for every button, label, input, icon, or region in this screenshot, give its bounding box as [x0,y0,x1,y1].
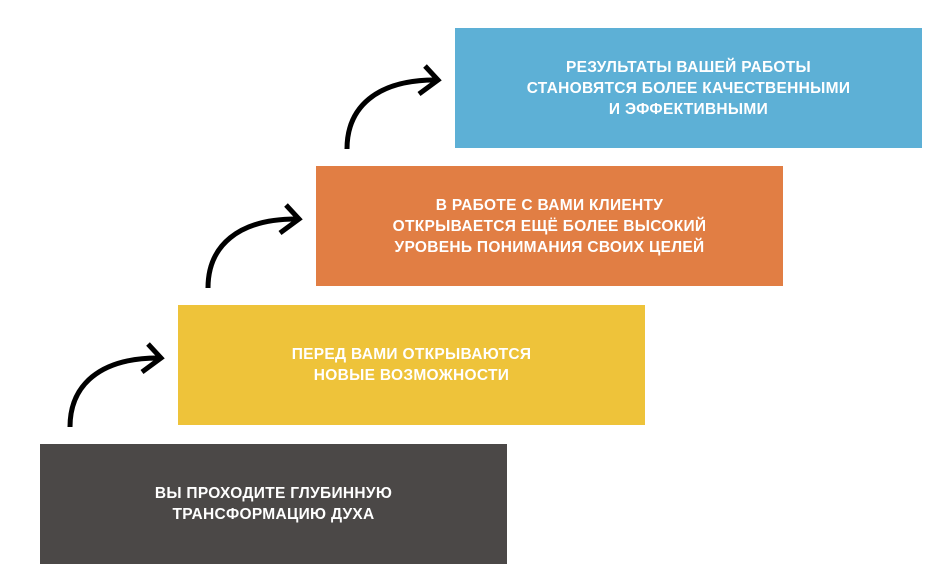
step-3-box: В РАБОТЕ С ВАМИ КЛИЕНТУ ОТКРЫВАЕТСЯ ЕЩЁ … [316,166,783,286]
curved-arrow-icon [67,342,165,428]
step-2-text: ПЕРЕД ВАМИ ОТКРЫВАЮТСЯ НОВЫЕ ВОЗМОЖНОСТИ [291,346,532,384]
step-4-text: РЕЗУЛЬТАТЫ ВАШЕЙ РАБОТЫ СТАНОВЯТСЯ БОЛЕЕ… [526,58,851,118]
step-2-box: ПЕРЕД ВАМИ ОТКРЫВАЮТСЯ НОВЫЕ ВОЗМОЖНОСТИ [178,305,645,425]
step-1-box: ВЫ ПРОХОДИТЕ ГЛУБИННУЮ ТРАНСФОРМАЦИЮ ДУХ… [40,444,507,564]
step-4-box: РЕЗУЛЬТАТЫ ВАШЕЙ РАБОТЫ СТАНОВЯТСЯ БОЛЕЕ… [455,28,922,148]
step-1-text: ВЫ ПРОХОДИТЕ ГЛУБИННУЮ ТРАНСФОРМАЦИЮ ДУХ… [154,485,393,523]
step-3-text: В РАБОТЕ С ВАМИ КЛИЕНТУ ОТКРЫВАЕТСЯ ЕЩЁ … [392,196,707,256]
curved-arrow-icon [344,64,442,150]
curved-arrow-icon [205,203,303,289]
